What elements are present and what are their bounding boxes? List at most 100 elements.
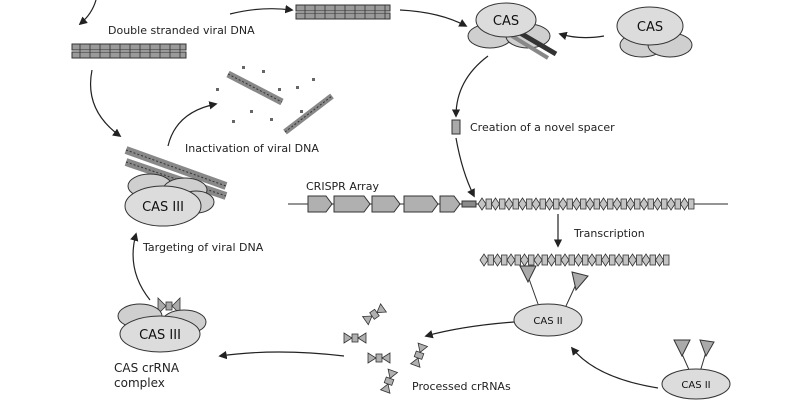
cas3-upper-complex — [124, 146, 228, 227]
spacer-segment — [526, 198, 533, 210]
spacer-segment — [649, 254, 656, 266]
repeat-diamond — [628, 253, 637, 267]
repeat-diamond — [518, 197, 527, 211]
repeat-diamond — [612, 197, 622, 211]
repeat-diamond — [506, 253, 516, 267]
arrow-dna-to-cas3 — [90, 69, 122, 137]
repeat-diamond — [585, 197, 595, 211]
cas3-lower-complex — [117, 297, 207, 353]
new-spacer-inserted — [461, 200, 477, 208]
node-cas-top-right: CAS — [637, 20, 663, 35]
spacer-segment — [636, 254, 643, 266]
spacer-segment — [674, 198, 681, 210]
novel-spacer — [451, 119, 461, 135]
repeat-diamond — [574, 253, 583, 267]
spacer-segment — [553, 198, 560, 210]
arrow-to-spacer — [451, 55, 489, 118]
spacer-segment — [661, 198, 668, 210]
repeat-diamond — [531, 197, 541, 211]
spacer-segment — [622, 254, 629, 266]
spacer-segment — [647, 198, 654, 210]
node-cas3-upper: CAS III — [142, 200, 184, 215]
arrow-to-processed — [424, 321, 515, 339]
spacer-segment — [501, 254, 508, 266]
spacer-segment — [607, 198, 614, 210]
spacer-segment — [485, 198, 492, 210]
cas-complex-top-center — [467, 2, 558, 60]
node-cas2-center: CAS II — [533, 316, 562, 327]
spacer-segment — [568, 254, 575, 266]
label-double-stranded: Double stranded viral DNA — [108, 24, 255, 37]
repeat-diamond — [558, 197, 568, 211]
flow-arrows — [78, 0, 659, 389]
arrow-to-cas — [399, 9, 468, 27]
node-cas2-bottom: CAS II — [681, 380, 710, 391]
repeat-diamond — [545, 197, 554, 211]
repeat-diamond — [493, 253, 502, 267]
crispr-array — [288, 195, 728, 213]
label-cas-crrna-1: CAS crRNA — [114, 361, 180, 375]
label-targeting: Targeting of viral DNA — [142, 241, 264, 254]
repeat-diamond — [477, 197, 487, 211]
label-creation-spacer: Creation of a novel spacer — [470, 121, 615, 134]
arrow-into-dna — [78, 0, 97, 26]
node-cas-top-center: CAS — [493, 14, 519, 29]
repeat-diamond — [479, 253, 489, 267]
node-cas3-lower: CAS III — [139, 328, 181, 343]
arrow-to-top-dna — [229, 4, 294, 15]
dsdna-top-left — [71, 43, 187, 59]
pre-crrna — [479, 253, 670, 267]
repeat-diamond — [491, 197, 500, 211]
repeat-diamond — [639, 197, 649, 211]
repeat-diamond — [601, 253, 610, 267]
arrow-to-inactivation — [167, 101, 218, 147]
spacer-segment — [555, 254, 562, 266]
spacer-segment — [514, 254, 521, 266]
arrow-to-array — [455, 137, 475, 198]
repeat-diamond — [680, 197, 689, 211]
label-crispr-array: CRISPR Array — [306, 180, 379, 193]
processed-crrnas — [343, 303, 429, 394]
label-cas-crrna-2: complex — [114, 376, 165, 390]
label-transcription: Transcription — [573, 227, 645, 240]
arrow-cas-join — [558, 31, 605, 40]
cas-complex-top-right — [616, 6, 693, 58]
repeat-diamond — [599, 197, 608, 211]
repeat-diamond — [572, 197, 581, 211]
repeat-diamond — [653, 197, 662, 211]
dsdna-top-center — [295, 4, 391, 20]
repeat-diamond — [614, 253, 624, 267]
cas2-center-complex — [513, 265, 589, 337]
label-inactivation: Inactivation of viral DNA — [185, 142, 319, 155]
repeat-diamond — [560, 253, 570, 267]
spacer-segment — [539, 198, 546, 210]
arrow-to-targeting — [130, 232, 151, 301]
spacer-segment — [663, 254, 670, 266]
spacer-segment — [582, 254, 589, 266]
repeat-diamond — [626, 197, 635, 211]
inactivated-dna — [216, 66, 334, 135]
spacer-segment — [487, 254, 494, 266]
spacer-segment — [541, 254, 548, 266]
spacer-segment — [580, 198, 587, 210]
spacer-segment — [566, 198, 573, 210]
spacer-segment — [688, 198, 695, 210]
repeat-diamond — [655, 253, 664, 267]
spacer-segment — [634, 198, 641, 210]
repeat-diamond — [547, 253, 556, 267]
repeat-diamond — [666, 197, 676, 211]
arrow-to-crrna-complex — [218, 350, 345, 360]
spacer-segment — [499, 198, 506, 210]
spacer-segment — [512, 198, 519, 210]
arrow-cas2-join — [570, 346, 659, 389]
repeat-diamond — [504, 197, 514, 211]
spacer-segment — [609, 254, 616, 266]
cas2-bottom-complex — [661, 339, 731, 400]
spacer-segment — [595, 254, 602, 266]
spacer-segment — [528, 254, 535, 266]
repeat-diamond — [533, 253, 543, 267]
label-processed: Processed crRNAs — [412, 380, 511, 393]
repeat-diamond — [641, 253, 651, 267]
